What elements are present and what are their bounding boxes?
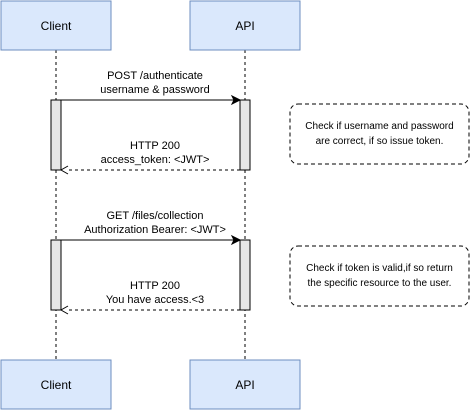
- api-participant-top: [189, 0, 301, 51]
- open-arrowhead-icon: [59, 165, 69, 175]
- api-label-top: API: [235, 18, 255, 33]
- api-activation-2: [239, 239, 251, 311]
- note-line: the specific resource to the user.: [307, 278, 452, 289]
- message-line: HTTP 200: [130, 280, 180, 292]
- message-label-access-response: HTTP 200 You have access.<3: [60, 279, 250, 307]
- message-label-get-files: GET /files/collection Authorization Bear…: [60, 209, 250, 237]
- client-activation-1: [50, 99, 62, 171]
- message-line: Authorization Bearer: <JWT>: [84, 224, 226, 236]
- arrowhead-icon: [230, 234, 242, 246]
- message-line: username & password: [100, 84, 210, 96]
- note-text-2: Check if token is valid,if so return the…: [290, 246, 469, 306]
- client-label-top: Client: [40, 18, 72, 33]
- open-arrowhead-icon: [59, 305, 69, 315]
- message-label-authenticate: POST /authenticate username & password: [60, 69, 250, 97]
- arrowhead-icon: [230, 94, 242, 106]
- note-text-1: Check if username and password are corre…: [290, 104, 469, 164]
- client-participant-bottom: [0, 359, 112, 410]
- api-participant-bottom: [189, 359, 301, 410]
- note-line: Check if token is valid,if so return: [306, 263, 453, 274]
- message-line: HTTP 200: [130, 140, 180, 152]
- note-line: are correct, if so issue token.: [315, 136, 444, 147]
- client-participant-top: [0, 0, 112, 51]
- note-box-1: [289, 103, 470, 165]
- api-label-bottom: API: [235, 377, 255, 392]
- message-line: GET /files/collection: [106, 210, 204, 222]
- message-line: access_token: <JWT>: [100, 154, 210, 166]
- message-line: POST /authenticate: [107, 70, 203, 82]
- note-box-2: [289, 245, 470, 307]
- message-label-token-response: HTTP 200 access_token: <JWT>: [60, 139, 250, 167]
- note-line: Check if username and password: [305, 121, 454, 132]
- api-activation-1: [239, 99, 251, 171]
- client-activation-2: [50, 239, 62, 311]
- message-line: You have access.<3: [105, 294, 205, 306]
- client-label-bottom: Client: [40, 377, 72, 392]
